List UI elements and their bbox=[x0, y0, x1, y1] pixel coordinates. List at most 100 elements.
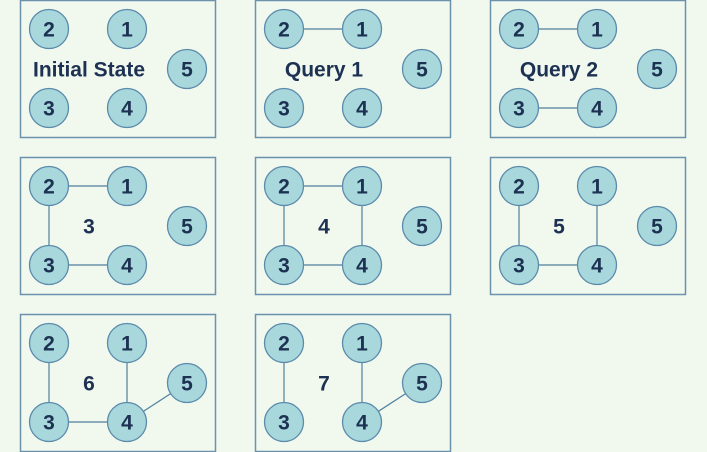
node-4: 4 bbox=[106, 87, 148, 129]
node-label: 4 bbox=[121, 255, 133, 278]
node-4: 4 bbox=[576, 87, 618, 129]
edge-4-5 bbox=[143, 393, 171, 412]
node-circle bbox=[576, 87, 618, 129]
panel-label: 5 bbox=[553, 216, 565, 239]
panel-label: Query 1 bbox=[285, 59, 364, 82]
node-circle bbox=[263, 8, 305, 50]
node-3: 3 bbox=[263, 87, 305, 129]
node-label: 5 bbox=[416, 373, 428, 396]
node-circle bbox=[166, 48, 208, 90]
node-label: 2 bbox=[513, 176, 525, 199]
node-circle bbox=[401, 205, 443, 247]
node-circle bbox=[401, 48, 443, 90]
panel-label: 6 bbox=[83, 373, 95, 396]
node-circle bbox=[28, 8, 70, 50]
node-circle bbox=[341, 401, 383, 443]
node-1: 1 bbox=[341, 165, 383, 207]
node-2: 2 bbox=[28, 165, 70, 207]
node-3: 3 bbox=[263, 244, 305, 286]
node-3: 3 bbox=[28, 401, 70, 443]
node-label: 2 bbox=[278, 333, 290, 356]
node-circle bbox=[341, 244, 383, 286]
node-circle bbox=[28, 322, 70, 364]
node-label: 1 bbox=[121, 19, 133, 42]
state-panel: 1 2 3 4 5 Initial State bbox=[19, 0, 217, 139]
node-1: 1 bbox=[106, 322, 148, 364]
state-panel: 1 2 3 4 5 5 bbox=[489, 156, 687, 296]
node-2: 2 bbox=[263, 8, 305, 50]
node-5: 5 bbox=[401, 48, 443, 90]
node-circle bbox=[106, 8, 148, 50]
node-circle bbox=[263, 87, 305, 129]
node-circle bbox=[341, 8, 383, 50]
node-label: 5 bbox=[416, 59, 428, 82]
node-2: 2 bbox=[498, 8, 540, 50]
node-label: 5 bbox=[181, 373, 193, 396]
node-circle bbox=[341, 165, 383, 207]
node-label: 1 bbox=[356, 333, 368, 356]
node-circle bbox=[498, 87, 540, 129]
node-4: 4 bbox=[341, 244, 383, 286]
node-5: 5 bbox=[401, 205, 443, 247]
node-label: 2 bbox=[43, 176, 55, 199]
node-label: 2 bbox=[513, 19, 525, 42]
node-label: 2 bbox=[43, 19, 55, 42]
panel-label: 4 bbox=[318, 216, 330, 239]
node-label: 3 bbox=[513, 255, 525, 278]
node-circle bbox=[263, 165, 305, 207]
node-4: 4 bbox=[576, 244, 618, 286]
panel-label: Query 2 bbox=[520, 59, 598, 82]
node-label: 4 bbox=[356, 255, 368, 278]
node-circle bbox=[498, 244, 540, 286]
node-2: 2 bbox=[28, 322, 70, 364]
node-circle bbox=[166, 205, 208, 247]
node-3: 3 bbox=[28, 244, 70, 286]
node-circle bbox=[263, 322, 305, 364]
node-circle bbox=[263, 244, 305, 286]
node-4: 4 bbox=[341, 401, 383, 443]
node-label: 5 bbox=[651, 216, 663, 239]
node-3: 3 bbox=[28, 87, 70, 129]
node-5: 5 bbox=[166, 48, 208, 90]
node-3: 3 bbox=[498, 87, 540, 129]
node-label: 3 bbox=[513, 98, 525, 121]
node-5: 5 bbox=[166, 205, 208, 247]
node-4: 4 bbox=[106, 244, 148, 286]
node-circle bbox=[636, 205, 678, 247]
node-label: 4 bbox=[121, 98, 133, 121]
node-label: 4 bbox=[591, 98, 603, 121]
node-1: 1 bbox=[341, 8, 383, 50]
node-circle bbox=[106, 165, 148, 207]
node-2: 2 bbox=[263, 165, 305, 207]
node-4: 4 bbox=[106, 401, 148, 443]
node-circle bbox=[576, 165, 618, 207]
panel-label: Initial State bbox=[33, 59, 145, 82]
node-label: 4 bbox=[591, 255, 603, 278]
node-5: 5 bbox=[636, 205, 678, 247]
node-label: 4 bbox=[356, 412, 368, 435]
node-2: 2 bbox=[28, 8, 70, 50]
node-label: 3 bbox=[43, 255, 55, 278]
node-circle bbox=[166, 362, 208, 404]
node-label: 5 bbox=[181, 59, 193, 82]
node-label: 3 bbox=[278, 255, 290, 278]
panel-label: 7 bbox=[318, 373, 330, 396]
node-circle bbox=[28, 87, 70, 129]
node-label: 1 bbox=[356, 176, 368, 199]
node-label: 1 bbox=[121, 176, 133, 199]
node-1: 1 bbox=[106, 8, 148, 50]
node-label: 3 bbox=[278, 412, 290, 435]
edge-4-5 bbox=[378, 393, 406, 412]
node-circle bbox=[401, 362, 443, 404]
node-circle bbox=[576, 244, 618, 286]
node-label: 3 bbox=[43, 98, 55, 121]
node-label: 2 bbox=[278, 176, 290, 199]
node-1: 1 bbox=[576, 165, 618, 207]
node-circle bbox=[498, 8, 540, 50]
node-circle bbox=[28, 244, 70, 286]
node-5: 5 bbox=[166, 362, 208, 404]
node-circle bbox=[636, 48, 678, 90]
node-label: 5 bbox=[651, 59, 663, 82]
